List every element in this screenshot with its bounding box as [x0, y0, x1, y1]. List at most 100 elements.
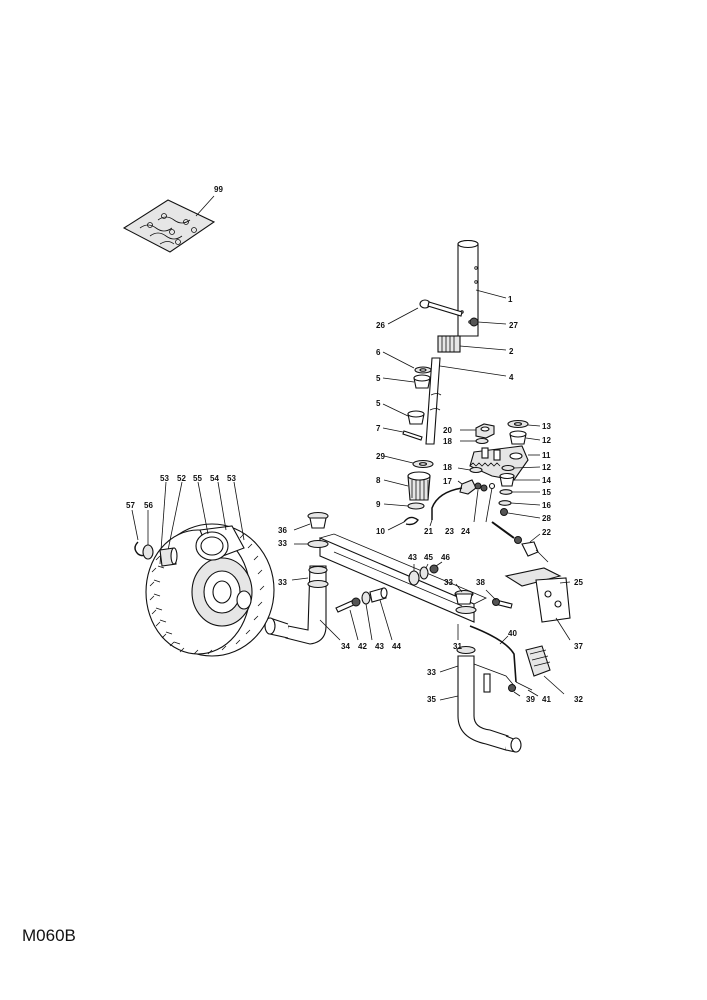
part-label-53: 53 [160, 474, 169, 483]
part-label-31: 31 [453, 642, 462, 651]
part-label-25: 25 [574, 578, 583, 587]
spacer-part-44 [369, 587, 393, 641]
part-label-5: 5 [376, 374, 381, 383]
part-label-43: 43 [408, 553, 417, 562]
part-label-45: 45 [424, 553, 433, 562]
part-label-43: 43 [375, 642, 384, 651]
part-label-40: 40 [508, 629, 517, 638]
part-label-18: 18 [443, 463, 452, 472]
washer-part-43-b [408, 564, 420, 586]
part-number-labels: 99 1 26 27 2 6 5 4 5 7 20 18 13 12 11 29… [126, 185, 583, 704]
part-label-38: 38 [476, 578, 485, 587]
bushing-lower-part [382, 403, 425, 425]
washer-part-16 [498, 500, 541, 506]
pinion-gear-part [383, 471, 431, 501]
part-label-28: 28 [542, 514, 551, 523]
part-label-6: 6 [376, 348, 381, 357]
left-spindle-part [264, 565, 341, 645]
part-label-17: 17 [443, 477, 452, 486]
bushing-part-36 [293, 511, 329, 531]
part-label-14: 14 [542, 476, 551, 485]
washer-part-33-b [307, 579, 329, 589]
part-label-54: 54 [210, 474, 219, 483]
part-label-2: 2 [509, 347, 514, 356]
pin-part-24 [473, 482, 496, 523]
part-label-53: 53 [227, 474, 236, 483]
part-label-36: 36 [278, 526, 287, 535]
washer-part-6 [382, 351, 432, 374]
part-label-46: 46 [441, 553, 450, 562]
column-nut-part [469, 317, 507, 327]
part-label-10: 10 [376, 527, 385, 536]
washer-part-13 [507, 419, 541, 429]
part-label-4: 4 [509, 373, 514, 382]
part-label-56: 56 [144, 501, 153, 510]
part-label-8: 8 [376, 476, 381, 485]
part-label-13: 13 [542, 422, 551, 431]
part-label-22: 22 [542, 528, 551, 537]
part-label-44: 44 [392, 642, 401, 651]
part-label-21: 21 [424, 527, 433, 536]
part-label-33: 33 [444, 578, 453, 587]
washer-part-45 [419, 563, 429, 580]
hardware-bag-part [122, 195, 216, 253]
part-label-1: 1 [508, 295, 513, 304]
right-spindle-part [439, 645, 522, 753]
washer-part-18-upper [460, 437, 489, 445]
part-label-24: 24 [461, 527, 470, 536]
part-label-33: 33 [278, 539, 287, 548]
washer-part-33-d [455, 605, 477, 615]
clip-part-10 [387, 516, 419, 531]
part-label-99: 99 [214, 185, 223, 194]
part-label-52: 52 [177, 474, 186, 483]
nut-part-46 [429, 561, 443, 574]
column-bolt-part [387, 299, 463, 325]
part-label-55: 55 [193, 474, 202, 483]
washer-part-15 [499, 489, 540, 495]
part-label-35: 35 [427, 695, 436, 704]
part-label-15: 15 [542, 488, 551, 497]
washer-part-33-a [294, 539, 329, 549]
part-label-7: 7 [376, 424, 381, 433]
ball-joint-part-17 [457, 479, 482, 495]
part-label-34: 34 [341, 642, 350, 651]
block-part-32 [525, 645, 565, 695]
part-label-29: 29 [376, 452, 385, 461]
part-label-16: 16 [542, 501, 551, 510]
part-label-39: 39 [526, 695, 535, 704]
part-label-32: 32 [574, 695, 583, 704]
part-label-20: 20 [443, 426, 452, 435]
part-label-57: 57 [126, 501, 135, 510]
nut-part-23 [480, 484, 488, 492]
washer-part-9 [383, 502, 425, 510]
washer-part-56 [142, 510, 154, 560]
pin-part-41 [515, 681, 539, 697]
washer-part-18-lower [457, 466, 483, 474]
bushing-part-14 [499, 472, 540, 487]
axle-beam-part [319, 533, 487, 640]
part-label-37: 37 [574, 642, 583, 651]
pin-part-7 [382, 427, 423, 441]
bushing-part-12-upper [509, 430, 541, 445]
link-rod-part-40 [469, 625, 517, 683]
part-label-23: 23 [445, 527, 454, 536]
sector-gear-part [469, 445, 540, 481]
part-label-33: 33 [278, 578, 287, 587]
part-label-18: 18 [443, 437, 452, 446]
part-label-5: 5 [376, 399, 381, 408]
bolt-part-38 [485, 589, 513, 609]
part-label-27: 27 [509, 321, 518, 330]
part-label-41: 41 [542, 695, 551, 704]
nut-part-20 [460, 423, 495, 439]
tie-rod-part-22 [491, 521, 549, 563]
part-label-11: 11 [542, 451, 551, 460]
part-label-33: 33 [427, 668, 436, 677]
part-label-9: 9 [376, 500, 381, 509]
steering-column-part [457, 239, 507, 337]
part-label-12: 12 [542, 436, 551, 445]
bushing-part-52 [159, 547, 178, 567]
part-label-12: 12 [542, 463, 551, 472]
drag-link-part-21 [429, 487, 463, 527]
wheel-assembly [145, 481, 275, 657]
splined-collar-part [437, 335, 507, 353]
